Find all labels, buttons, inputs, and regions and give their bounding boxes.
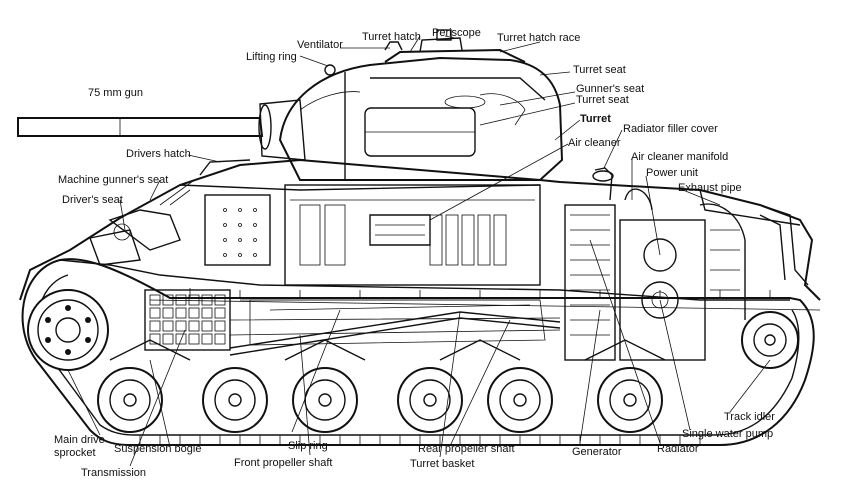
leader-lines: [67, 35, 771, 467]
label-exhaust-pipe: Exhaust pipe: [678, 182, 742, 194]
label-air-cleaner: Air cleaner: [568, 137, 621, 149]
front-rack: [144, 289, 231, 351]
road-wheels: [97, 311, 799, 433]
road-wheel: [292, 367, 358, 433]
tank-drawing: [17, 29, 821, 446]
label-periscope: Periscope: [432, 27, 481, 39]
label-turret-hatch-race: Turret hatch race: [497, 32, 580, 44]
propeller-shafts: [229, 311, 561, 356]
label-suspension-bogie: Suspension bogie: [114, 443, 201, 455]
label-radiator-filler-cover: Radiator filler cover: [623, 123, 718, 135]
label-transmission: Transmission: [81, 467, 146, 479]
label-main-drive-sprocket-line-1: Main drive: [54, 434, 105, 446]
label-turret-seat-1: Turret seat: [573, 64, 626, 76]
label-machine-gunners-seat: Machine gunner's seat: [58, 174, 168, 186]
label-main-drive-sprocket: Main drive sprocket: [54, 434, 108, 459]
road-wheel: [97, 367, 163, 433]
turret-body: [278, 29, 564, 181]
road-wheel: [397, 367, 463, 433]
label-drivers-seat: Driver's seat: [62, 194, 123, 206]
turret-basket-structure: [229, 184, 561, 346]
label-turret: Turret: [580, 113, 611, 125]
label-gunners-seat: Gunner's seat: [576, 83, 644, 95]
label-lifting-ring: Lifting ring: [246, 51, 297, 63]
label-turret-hatch: Turret hatch: [362, 31, 421, 43]
label-turret-seat-2: Turret seat: [576, 94, 629, 106]
label-drivers-hatch: Drivers hatch: [126, 148, 191, 160]
label-ventilator: Ventilator: [297, 39, 343, 51]
road-wheel: [487, 367, 553, 433]
road-wheel: [202, 367, 268, 433]
label-generator: Generator: [572, 446, 622, 458]
callout-labels: Turret hatch Periscope Turret hatch race…: [54, 27, 775, 479]
drive-sprocket: [27, 289, 109, 371]
idler-wheel: [741, 311, 799, 369]
label-radiator: Radiator: [657, 443, 699, 455]
label-power-unit: Power unit: [646, 167, 698, 179]
label-air-cleaner-manifold: Air cleaner manifold: [631, 151, 728, 163]
label-rear-propeller-shaft: Rear propeller shaft: [418, 443, 515, 455]
label-single-water-pump: Single water pump: [682, 428, 773, 440]
gun-barrel: [17, 99, 306, 161]
label-slip-ring: Slip ring: [288, 440, 328, 452]
label-turret-basket: Turret basket: [410, 458, 474, 470]
label-track-idler: Track idler: [724, 411, 775, 423]
label-main-drive-sprocket-line-2: sprocket: [54, 447, 96, 459]
label-front-propeller-shaft: Front propeller shaft: [234, 457, 332, 469]
engine-compartment: [564, 167, 786, 361]
label-75mm-gun: 75 mm gun: [88, 87, 143, 99]
driver-compartment: [89, 159, 271, 266]
road-wheel: [597, 367, 663, 433]
